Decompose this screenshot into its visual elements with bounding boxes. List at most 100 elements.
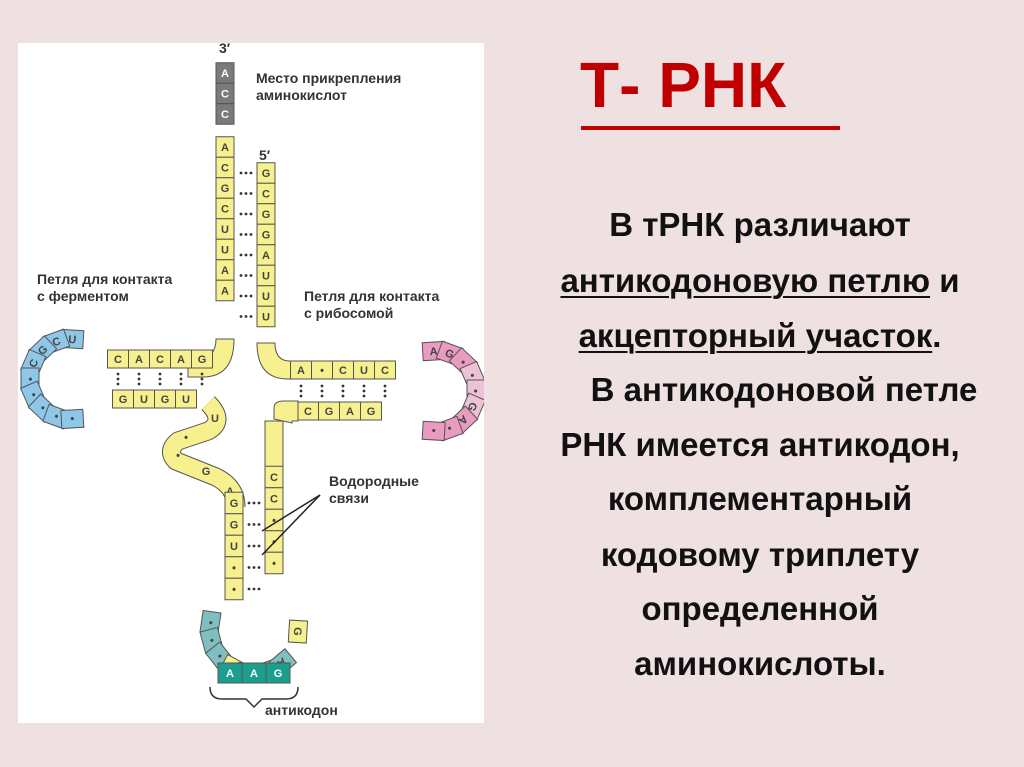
body-line-5: РНК имеется антикодон, bbox=[560, 426, 960, 463]
three-prime-label: 3′ bbox=[219, 40, 231, 56]
body-line-8: определенной bbox=[641, 590, 879, 627]
svg-text:•: • bbox=[232, 584, 236, 596]
hbond-pointer-2 bbox=[261, 494, 321, 556]
svg-text:•: • bbox=[38, 402, 49, 413]
svg-text:•: • bbox=[272, 558, 276, 570]
t-connector bbox=[273, 400, 299, 424]
t-pair-dots-4 bbox=[383, 384, 387, 398]
anticodon-pair-dots-0 bbox=[247, 501, 261, 505]
anticodon-label: антикодон bbox=[265, 702, 338, 718]
hydrogen-bonds-label: Водородные связи bbox=[329, 473, 419, 506]
d-arm-bottom-base-3: U bbox=[175, 389, 197, 409]
t-arm-bottom-base-3: G bbox=[360, 401, 382, 421]
svg-text:C: C bbox=[221, 89, 229, 101]
svg-text:A: A bbox=[262, 250, 270, 262]
body-line-9: аминокислоты. bbox=[634, 645, 886, 682]
connector-base-0: U bbox=[211, 413, 219, 425]
d-arm-top-base-3: A bbox=[170, 349, 192, 369]
anticodon-pair-dots-2 bbox=[247, 544, 261, 548]
acceptor-right-base-7: U bbox=[256, 305, 276, 328]
svg-text:C: C bbox=[381, 365, 389, 377]
svg-text:U: U bbox=[221, 245, 229, 257]
svg-text:G: G bbox=[274, 668, 283, 680]
acceptor-pair-dots-0 bbox=[239, 171, 253, 175]
acceptor-end-base-0: A bbox=[215, 62, 235, 84]
t-arm-top-base-0: A bbox=[290, 360, 312, 380]
d-arm-bottom-base-0: G bbox=[112, 389, 134, 409]
t-arm-bottom-base-2: A bbox=[339, 401, 361, 421]
connector-base-1: • bbox=[184, 432, 188, 444]
acceptor-end-base-2: C bbox=[215, 103, 235, 125]
hbond-pointer-1 bbox=[261, 494, 321, 532]
svg-text:A: A bbox=[135, 354, 143, 366]
acceptor-right-base-5: U bbox=[256, 264, 276, 287]
acceptor-right-base-4: A bbox=[256, 244, 276, 266]
title-underline bbox=[581, 126, 840, 130]
d-arm-top-base-4: G bbox=[191, 349, 213, 369]
svg-text:C: C bbox=[304, 406, 312, 418]
body-line-7: кодовому триплету bbox=[600, 536, 920, 573]
svg-text:•: • bbox=[53, 409, 61, 422]
anticodon-base-1: A bbox=[241, 662, 267, 684]
svg-text:U: U bbox=[68, 334, 77, 346]
acceptor-site-term: акцепторный участок bbox=[578, 317, 933, 354]
svg-text:•: • bbox=[70, 412, 75, 424]
svg-text:U: U bbox=[262, 291, 270, 303]
acceptor-left-base-4: U bbox=[215, 218, 235, 240]
t-arm-top-base-2: C bbox=[332, 360, 354, 380]
body-line-3: акцепторный участок. bbox=[578, 317, 942, 354]
svg-text:G: G bbox=[325, 406, 334, 418]
svg-text:G: G bbox=[230, 520, 239, 532]
acceptor-pair-dots-3 bbox=[239, 233, 253, 236]
svg-text:•: • bbox=[28, 390, 41, 398]
svg-text:•: • bbox=[469, 389, 481, 393]
d-arm-bottom-base-2: G bbox=[154, 389, 176, 409]
acceptor-left-base-2: G bbox=[215, 177, 235, 199]
t-pair-dots-1 bbox=[320, 384, 324, 398]
svg-text:A: A bbox=[250, 668, 258, 680]
anticodon-base-2: G bbox=[265, 662, 291, 684]
svg-text:U: U bbox=[230, 541, 238, 553]
svg-text:•: • bbox=[457, 357, 468, 368]
acceptor-left-base-5: U bbox=[215, 238, 235, 261]
acceptor-pair-dots-6 bbox=[239, 294, 253, 298]
svg-text:G: G bbox=[221, 183, 230, 195]
svg-text:U: U bbox=[182, 394, 190, 406]
svg-text:U: U bbox=[262, 271, 270, 283]
d-pair-dots-0 bbox=[116, 372, 120, 386]
d-pair-dots-2 bbox=[158, 372, 162, 386]
body-line-6: комплементарный bbox=[607, 480, 913, 517]
svg-text:C: C bbox=[221, 163, 229, 175]
acceptor-pair-dots-4 bbox=[239, 253, 253, 257]
svg-text:G: G bbox=[262, 230, 271, 242]
svg-text:A: A bbox=[226, 668, 234, 680]
svg-text:•: • bbox=[206, 637, 219, 644]
acceptor-right-base-6: U bbox=[256, 285, 276, 307]
d-loop-base-8: • bbox=[60, 408, 85, 430]
anticodon-pair-dots-4 bbox=[247, 587, 261, 591]
d-arm-bottom-base-1: U bbox=[133, 389, 155, 409]
t-arm-top-base-1: • bbox=[311, 360, 333, 380]
anticodon-loop-term: антикодоновую петлю bbox=[560, 262, 931, 299]
connector-base-2: • bbox=[176, 450, 180, 462]
svg-text:•: • bbox=[320, 365, 324, 377]
body-line-2: антикодоновую петлю и bbox=[560, 262, 960, 299]
acceptor-end-base-1: C bbox=[215, 82, 235, 105]
anticodon-loop-right-0: G bbox=[287, 619, 309, 644]
svg-text:C: C bbox=[156, 354, 164, 366]
acceptor-left-base-3: C bbox=[215, 197, 235, 220]
enzyme-loop-label: Петля для контакта с ферментом bbox=[37, 271, 173, 304]
t-arm-bottom-base-1: G bbox=[318, 401, 340, 421]
anticodon-right-base-0: C bbox=[264, 465, 284, 489]
d-pair-dots-4 bbox=[200, 372, 204, 386]
acceptor-left-base-1: C bbox=[215, 156, 235, 179]
svg-text:•: • bbox=[25, 377, 37, 381]
t-pair-dots-3 bbox=[362, 384, 366, 398]
svg-text:U: U bbox=[360, 365, 368, 377]
body-line-1: В тРНК различают bbox=[609, 206, 911, 243]
five-prime-label: 5′ bbox=[259, 147, 271, 163]
anticodon-pair-dots-1 bbox=[247, 523, 261, 526]
svg-text:A: A bbox=[221, 68, 229, 80]
